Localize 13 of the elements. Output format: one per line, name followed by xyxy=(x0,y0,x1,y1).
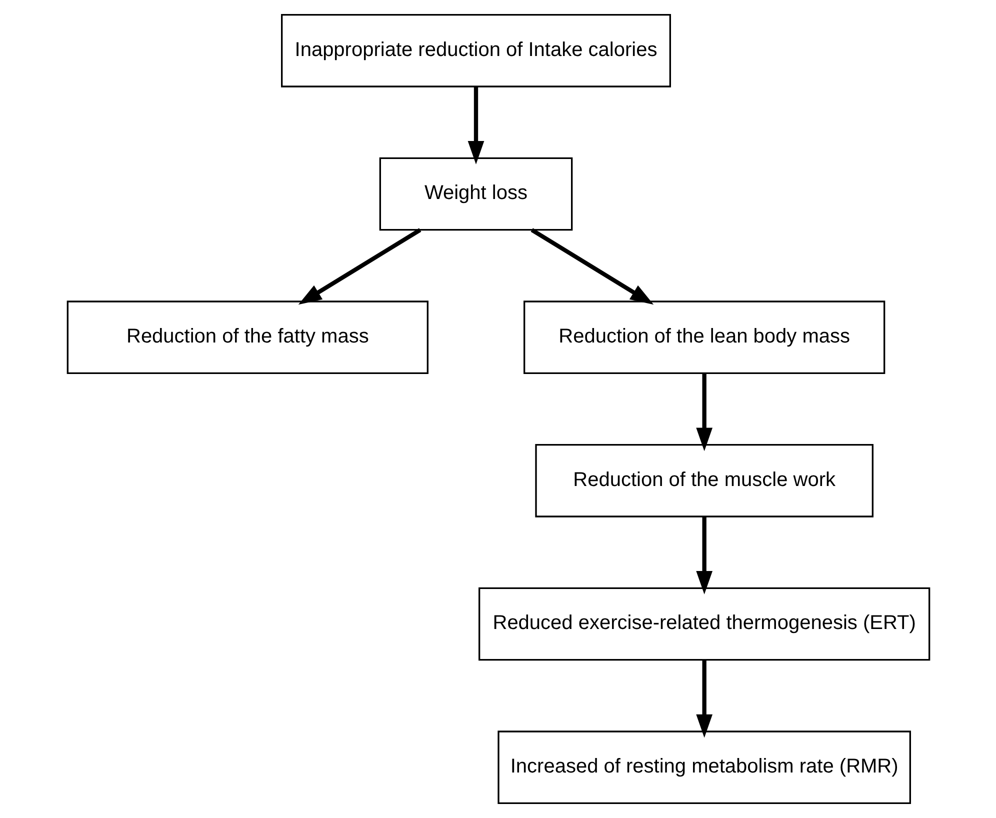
node-box: Reduction of the muscle work xyxy=(534,444,873,518)
node-box: Reduction of the fatty mass xyxy=(66,300,428,374)
arrow xyxy=(298,228,421,305)
node-box: Reduced exercise-related thermogenesis (ERT) xyxy=(478,587,930,661)
arrow xyxy=(696,516,712,594)
arrow xyxy=(696,374,712,452)
node-box: Inappropriate reduction of Intake calories xyxy=(280,14,670,88)
arrow xyxy=(530,228,654,305)
node-box: Increased of resting metabolism rate (RMR) xyxy=(497,730,910,804)
node-box: Weight loss xyxy=(378,157,572,231)
node-box: Reduction of the lean body mass xyxy=(523,300,885,374)
arrow xyxy=(467,86,484,164)
arrow xyxy=(696,660,712,738)
